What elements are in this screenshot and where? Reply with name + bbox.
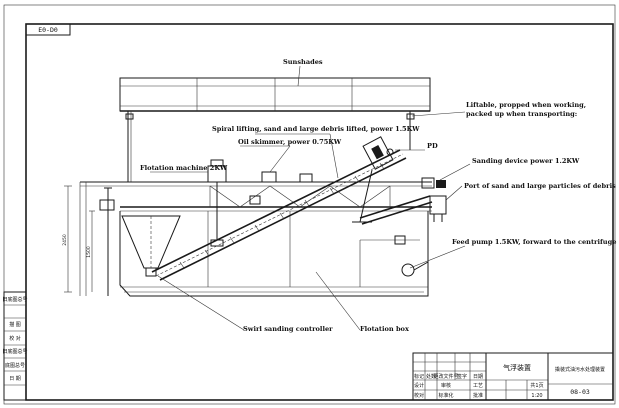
- label-feed-pump: Feed pump 1.5KW, forward to the centrifu…: [452, 238, 616, 246]
- left-revision-table: 旧底图总号 描 图 校 对 旧底图总号 底图总号 日 期: [2, 291, 28, 401]
- sheet-count: 共1页: [530, 382, 543, 389]
- left-table-cell-3: 校 对: [9, 335, 21, 342]
- tb-sign-5: 工艺: [473, 383, 483, 389]
- scale: 1:20: [531, 393, 542, 399]
- tb-sign-4: 标准化: [438, 392, 453, 399]
- left-table-cell-1: 旧底图总号: [2, 296, 27, 303]
- spiral-lifter: [151, 136, 407, 281]
- title-cn: 气浮装置: [503, 363, 531, 372]
- dim-lower-height: 1500: [86, 246, 92, 258]
- tb-sign-2: 校对: [414, 392, 424, 399]
- title-block: 标记 处数 更改文件号 签字 日期 设计 校对 审核 标准化 工艺 批准 气浮装…: [412, 352, 614, 401]
- left-table-cell-4: 旧底图总号: [2, 348, 27, 355]
- tb-sign-1: 设计: [414, 382, 424, 389]
- drawing-code-bottom: 08-03: [570, 388, 590, 396]
- left-table-cell-5: 底图总号: [5, 362, 25, 369]
- tb-row-label-4: 签字: [457, 373, 467, 380]
- label-liftable-2: packed up when transporting:: [466, 110, 577, 118]
- tb-sign-6: 批准: [473, 392, 483, 399]
- dim-total-height: 2450: [62, 234, 68, 246]
- sanding-device: [359, 177, 447, 225]
- left-table-cell-6: 日 期: [9, 376, 21, 382]
- left-table-cell-2: 描 图: [9, 321, 21, 328]
- label-pd: PD: [427, 142, 438, 150]
- label-port-sand: Port of sand and large particles of debr…: [464, 182, 616, 190]
- leader-lines: [150, 65, 471, 331]
- right-title: 撬装式油污水处理装置: [555, 366, 605, 373]
- label-liftable-1: Liftable, propped when working,: [466, 101, 586, 109]
- sunshade-canopy: [119, 77, 431, 182]
- label-flotation-box: Flotation box: [360, 325, 409, 333]
- tb-row-label-1: 标记: [414, 373, 424, 380]
- label-flotation-machine: Flotation machine 2KW: [140, 164, 228, 172]
- flotation-tank: [80, 159, 432, 297]
- left-ladder-and-dimensions: 2450 1500: [62, 182, 115, 296]
- inner-frame: [25, 23, 614, 401]
- tb-row-label-5: 日期: [473, 374, 483, 380]
- label-sunshades: Sunshades: [283, 58, 323, 66]
- label-sanding-device: Sanding device power 1.2KW: [472, 157, 580, 165]
- label-swirl-sanding: Swirl sanding controller: [243, 325, 333, 333]
- outer-frame: [3, 4, 616, 405]
- label-spiral-lifting: Spiral lifting, sand and large debris li…: [212, 125, 420, 133]
- drawing-code-top: E0-D0: [38, 26, 58, 34]
- drawing-code-box-top: E0-D0: [25, 23, 71, 36]
- tb-row-label-3: 更改文件号: [433, 373, 458, 380]
- tb-sign-3: 审核: [441, 382, 451, 389]
- tb-row-label-2: 处数: [426, 373, 436, 380]
- label-oil-skimmer: Oil skimmer, power 0.75KW: [238, 138, 342, 146]
